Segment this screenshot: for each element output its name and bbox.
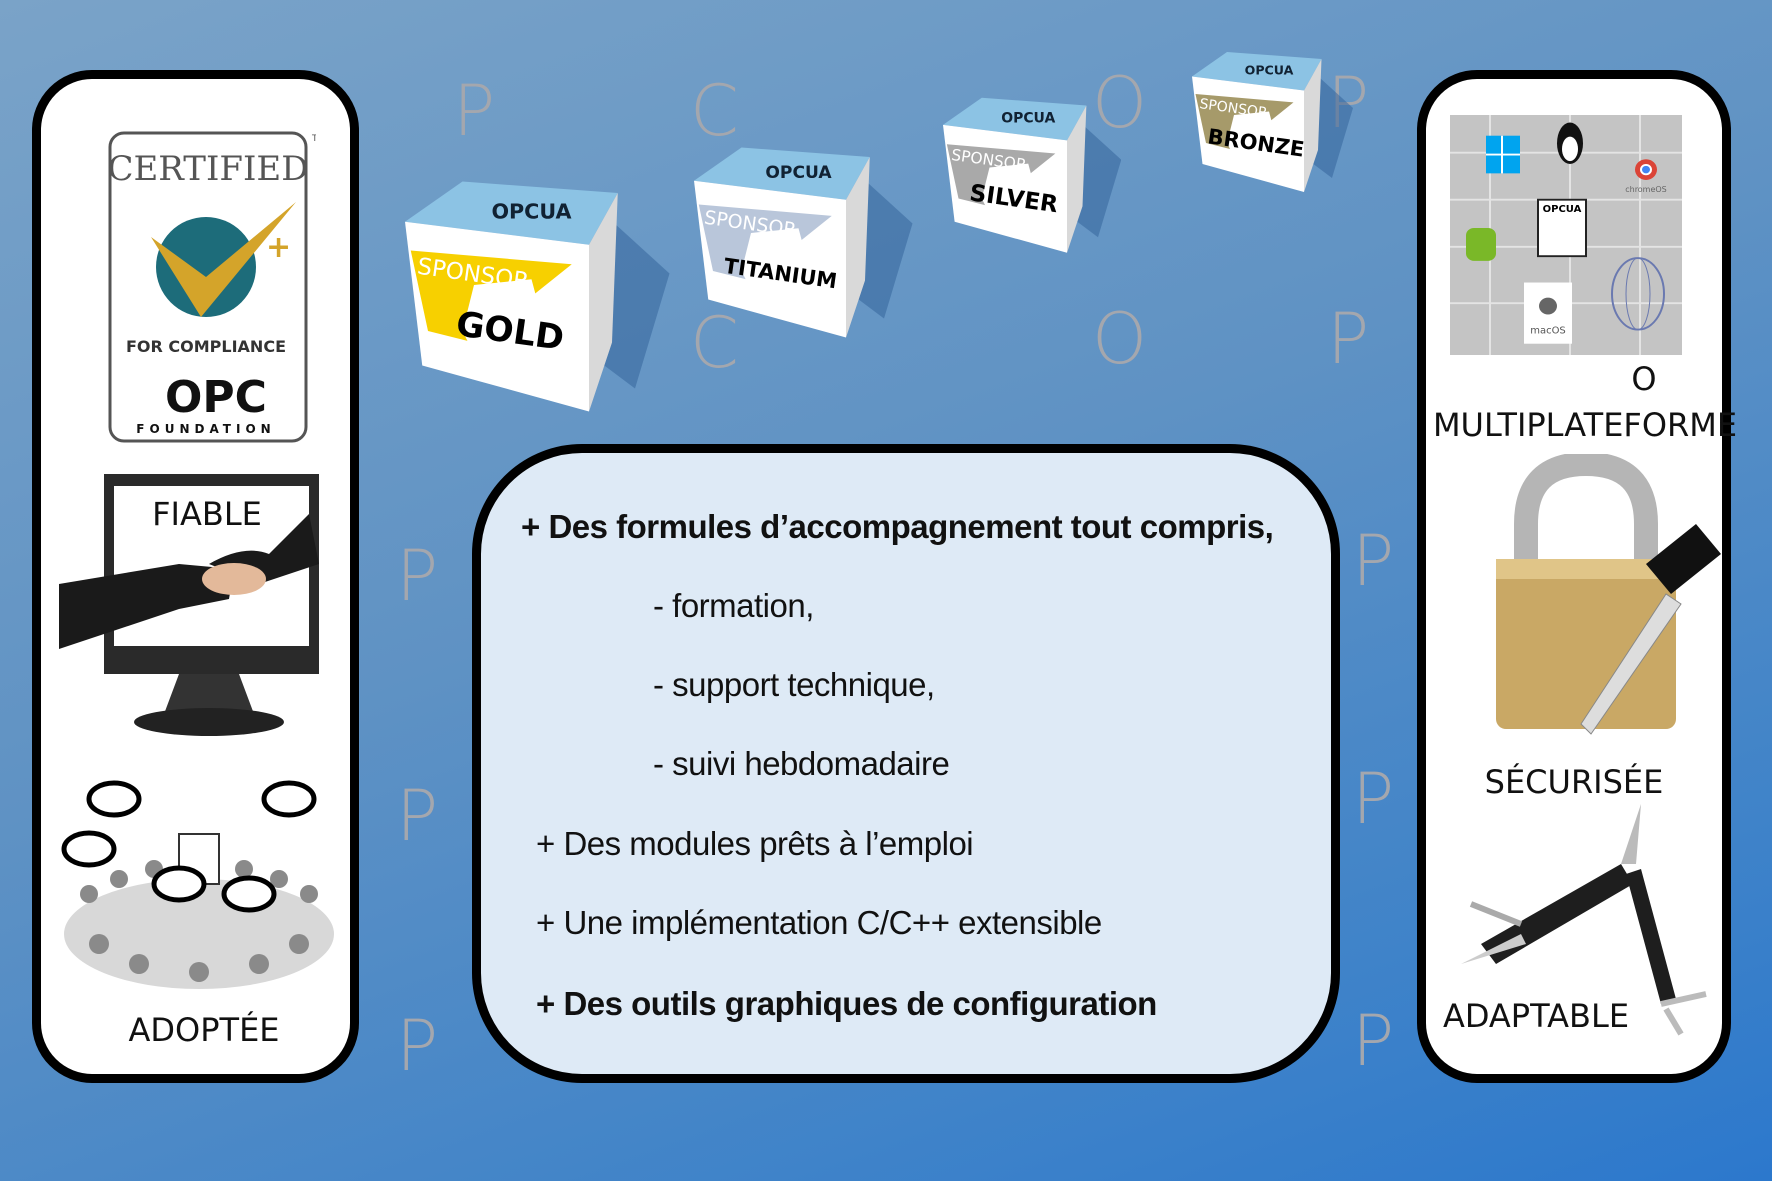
key-icon bbox=[1646, 524, 1721, 594]
sponsor-cube-titanium: SPONSOR TITANIUM OPCUA bbox=[694, 147, 913, 338]
android-icon bbox=[1466, 227, 1496, 261]
monitor-handshake-image bbox=[59, 474, 319, 736]
crowd-image bbox=[61, 780, 334, 989]
bg-letter: C bbox=[690, 70, 739, 152]
cube-brand-text: OPCUA bbox=[765, 163, 832, 183]
features-box: + Des formules d’accompagnement tout com… bbox=[472, 444, 1340, 1083]
left-panel: CERTIFIED TM + FOR COMPLIANCE OPC FOUNDA… bbox=[32, 70, 359, 1083]
reliable-label: FIABLE bbox=[152, 495, 262, 533]
cube-brand-text: OPCUA bbox=[1001, 111, 1055, 127]
platforms-image: chromeOS OPCUA macOS bbox=[1450, 115, 1682, 355]
secure-label: SÉCURISÉE bbox=[1484, 763, 1664, 801]
certified-badge: CERTIFIED TM + FOR COMPLIANCE OPC FOUNDA… bbox=[107, 131, 316, 443]
multitool-image bbox=[1461, 804, 1707, 1036]
feature-line: + Des modules prêts à l’emploi bbox=[536, 825, 974, 862]
sponsor-cube-gold: SPONSOR GOLD OPCUA bbox=[405, 181, 670, 412]
feature-line: - suivi hebdomadaire bbox=[653, 745, 950, 782]
svg-text:OPCUA: OPCUA bbox=[1543, 204, 1582, 215]
right-panel: chromeOS OPCUA macOS O MULTIPLATEFORME S… bbox=[1417, 70, 1737, 1083]
adopted-label: ADOPTÉE bbox=[128, 1011, 280, 1049]
bg-letter: P bbox=[396, 775, 439, 857]
svg-text:+: + bbox=[266, 230, 291, 265]
bg-letter: O bbox=[1092, 62, 1148, 144]
stray-letter: O bbox=[1631, 360, 1657, 398]
bg-letter: P bbox=[1352, 758, 1395, 840]
adaptable-label: ADAPTABLE bbox=[1442, 997, 1630, 1035]
feature-line: - formation, bbox=[653, 587, 814, 624]
feature-line: + Des formules d’accompagnement tout com… bbox=[521, 508, 1274, 545]
bg-letter: P bbox=[453, 70, 496, 152]
feature-line: + Une implémentation C/C++ extensible bbox=[536, 904, 1102, 941]
sponsor-cube-bronze: SPONSOR BRONZE OPCUA bbox=[1192, 52, 1353, 192]
svg-text:chromeOS: chromeOS bbox=[1625, 185, 1667, 194]
bg-letter: P bbox=[1352, 1000, 1395, 1082]
multiplatform-label: MULTIPLATEFORME bbox=[1432, 406, 1738, 444]
sponsor-cube-silver: SPONSOR SILVER OPCUA bbox=[943, 97, 1122, 253]
cube-brand-text: OPCUA bbox=[491, 199, 571, 223]
feature-line: - support technique, bbox=[653, 666, 935, 703]
svg-text:FOR COMPLIANCE: FOR COMPLIANCE bbox=[126, 337, 286, 356]
opcua-box bbox=[1537, 198, 1587, 258]
bg-letter: P bbox=[396, 535, 439, 617]
svg-text:FOUNDATION: FOUNDATION bbox=[136, 422, 275, 436]
svg-text:macOS: macOS bbox=[1530, 326, 1566, 337]
opc-logo: OPC bbox=[165, 372, 267, 423]
certified-title: CERTIFIED bbox=[107, 149, 308, 189]
svg-text:TM: TM bbox=[311, 134, 316, 144]
bg-letter: P bbox=[396, 1005, 439, 1087]
bg-letter: P bbox=[1327, 298, 1370, 380]
cube-brand-text: OPCUA bbox=[1245, 62, 1294, 77]
padlock-key-image bbox=[1496, 454, 1721, 735]
bg-letter: O bbox=[1092, 298, 1148, 380]
bg-letter: C bbox=[690, 302, 739, 384]
feature-line: + Des outils graphiques de configuration bbox=[536, 985, 1157, 1022]
bg-letter: P bbox=[1352, 520, 1395, 602]
